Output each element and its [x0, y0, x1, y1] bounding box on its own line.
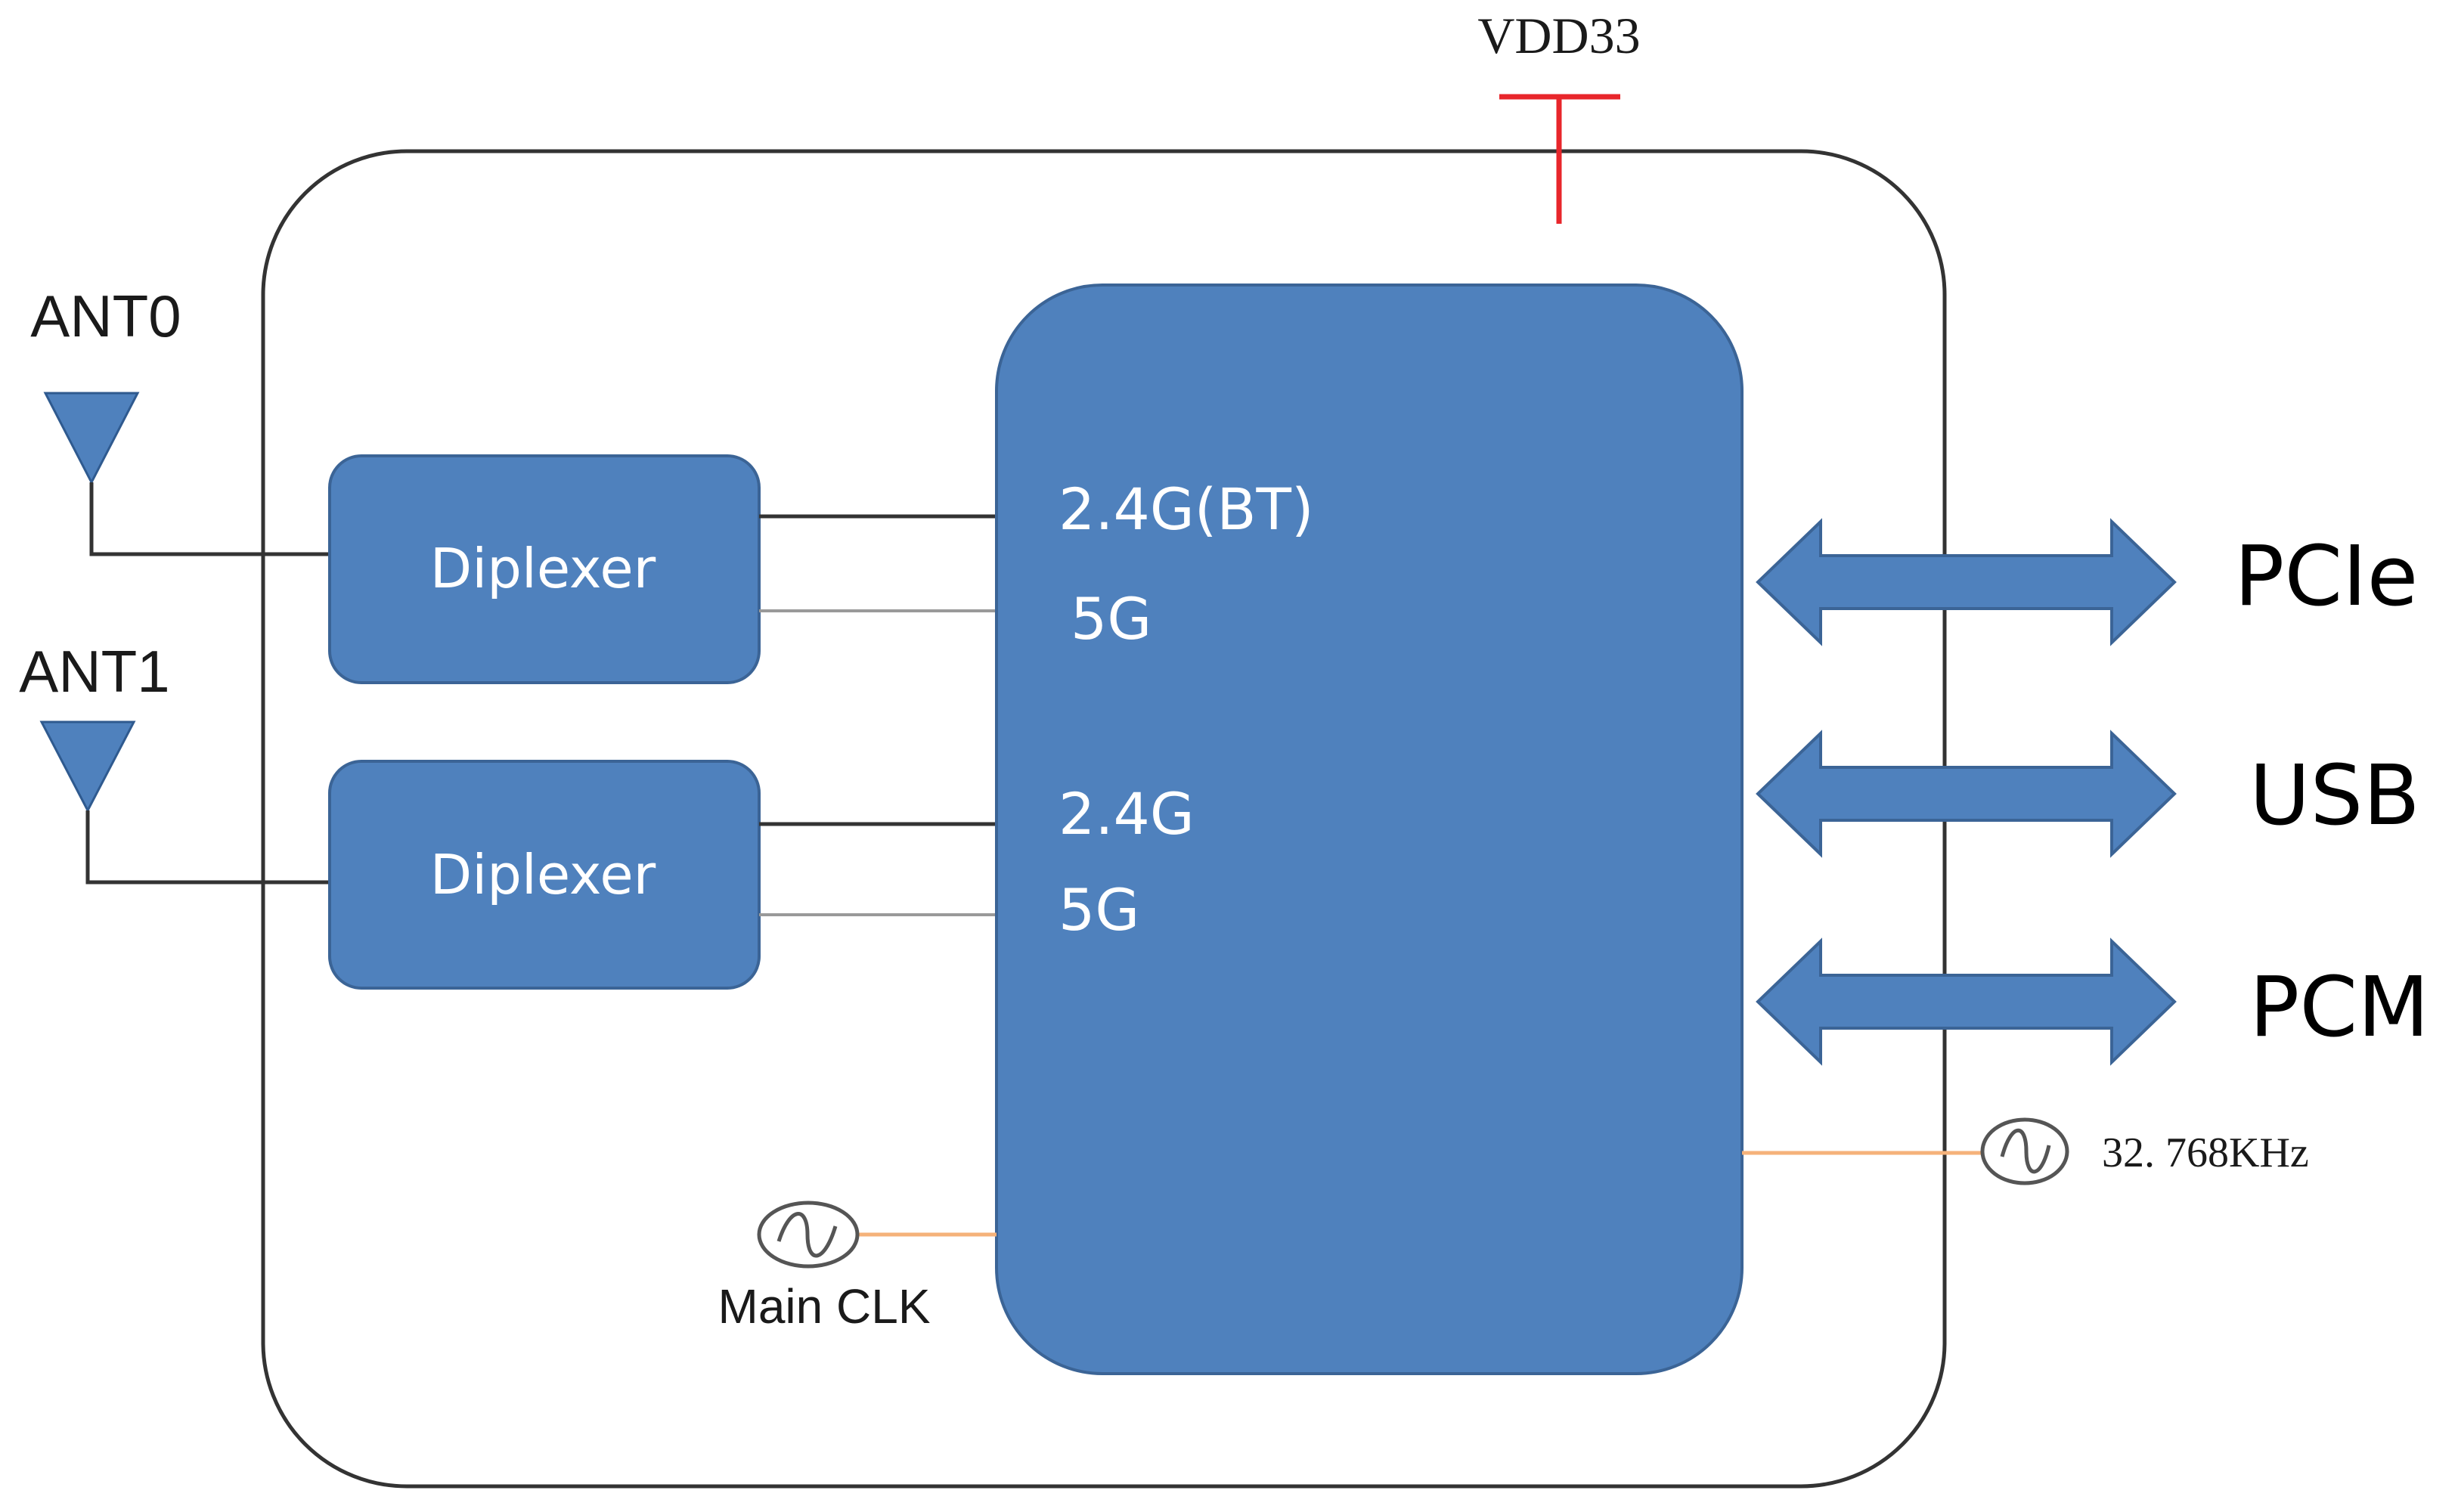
antenna-1: ANT1	[19, 638, 330, 885]
interface-pcie: PCIe	[1756, 518, 2418, 646]
main-chip: 2.4G(BT) 5G 2.4G 5G	[995, 284, 1744, 1375]
double-arrow-icon	[1756, 937, 2177, 1066]
sine-wave-icon	[2000, 1128, 2051, 1174]
diplexer-0-label: Diplexer	[430, 537, 656, 600]
chip-port-2g4-bt: 2.4G(BT)	[1059, 476, 1314, 543]
chip-port-5g-b: 5G	[1059, 876, 1139, 943]
chip-port-2g4: 2.4G	[1059, 780, 1195, 847]
interface-usb-label: USB	[2249, 747, 2420, 844]
interface-pcm: PCM	[1756, 937, 2429, 1066]
antenna-0-wire	[89, 482, 330, 556]
power-rail: VDD33	[1477, 7, 1641, 224]
main-clock-label: Main CLK	[718, 1279, 931, 1334]
double-arrow-icon	[1756, 518, 2177, 646]
antenna-0: ANT0	[30, 283, 330, 556]
power-label: VDD33	[1477, 7, 1640, 64]
antenna-0-icon	[43, 392, 140, 485]
diplexer-0: Diplexer	[328, 454, 761, 684]
interface-usb: USB	[1756, 730, 2420, 858]
antenna-1-wire	[85, 810, 330, 885]
antenna-1-icon	[39, 720, 136, 813]
chip-port-5g-a: 5G	[1071, 585, 1152, 652]
interface-pcm-label: PCM	[2249, 959, 2429, 1055]
antenna-0-label: ANT0	[30, 283, 181, 349]
diplexer-1-label: Diplexer	[430, 843, 656, 906]
main-clock: Main CLK	[718, 1201, 997, 1334]
diplexer-1: Diplexer	[328, 760, 761, 990]
double-arrow-icon	[1756, 730, 2177, 858]
rtc-clock-label: 32. 768KHz	[2102, 1129, 2309, 1176]
rtc-clock: 32. 768KHz	[1742, 1117, 2309, 1185]
rf-connections	[759, 514, 998, 916]
interface-pcie-label: PCIe	[2234, 528, 2418, 624]
sine-wave-icon	[776, 1212, 838, 1258]
antenna-1-label: ANT1	[19, 638, 169, 705]
